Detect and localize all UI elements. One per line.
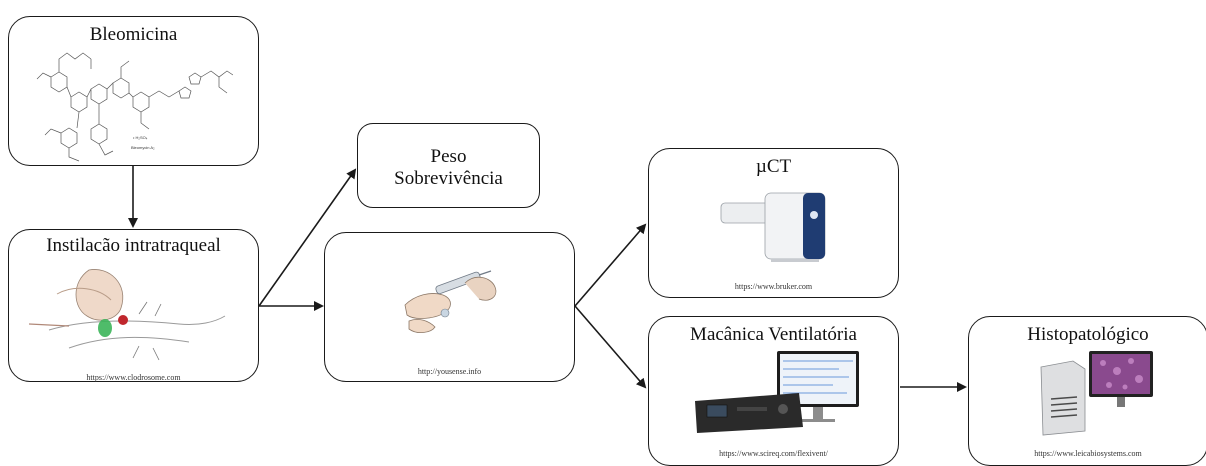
- bleomycin-structure-icon: • H₂SO₄ Bleomycin A₂: [36, 52, 233, 162]
- node-histo-title: Histopatológico: [1027, 324, 1149, 345]
- node-uct-title: µCT: [755, 156, 792, 177]
- node-uct-url: https://www.bruker.com: [734, 282, 813, 291]
- arrow-yousense-to-uct: [574, 223, 647, 307]
- node-peso: Peso Sobrevivência: [357, 123, 540, 208]
- node-mecanica-url: https://www.scireq.com/flexivent/: [719, 449, 828, 458]
- node-peso-line2: Sobrevivência: [394, 168, 503, 189]
- node-yousense-url: http://yousense.info: [417, 367, 482, 376]
- node-mecanica-title: Macânica Ventilatória: [690, 324, 857, 345]
- node-bleomicina-title: Bleomicina: [89, 24, 178, 45]
- node-bleomicina: Bleomicina: [8, 16, 259, 166]
- node-instilacao-url: https://www.clodrosome.com: [86, 373, 181, 382]
- slide-scanner-icon: [1040, 351, 1153, 436]
- syringe-instillation-icon: [404, 270, 497, 333]
- node-instilacao-title: Instilacão intratraqueal: [46, 235, 221, 256]
- node-mecanica: Macânica Ventilatória https://www.scireq…: [648, 316, 899, 466]
- arrow-yousense-to-mecanica: [574, 305, 647, 389]
- svg-text:Bleomycin A₂: Bleomycin A₂: [131, 145, 155, 150]
- micro-ct-scanner-icon: [720, 192, 826, 262]
- svg-text:• H₂SO₄: • H₂SO₄: [133, 135, 148, 140]
- node-histo-url: https://www.leicabiosystems.com: [1034, 449, 1142, 458]
- node-uct: µCT https://www.bruker.com: [648, 148, 899, 298]
- flexivent-system-icon: [695, 351, 859, 433]
- node-yousense: http://yousense.info: [324, 232, 575, 382]
- node-peso-line1: Peso: [430, 146, 467, 167]
- node-instilacao: Instilacão intratraqueal https://www.clo…: [8, 229, 259, 382]
- mouse-instillation-icon: [29, 269, 226, 361]
- arrow-instilacao-to-peso: [258, 168, 357, 307]
- node-histo: Histopatológico https://www.leicabiosyst…: [968, 316, 1206, 466]
